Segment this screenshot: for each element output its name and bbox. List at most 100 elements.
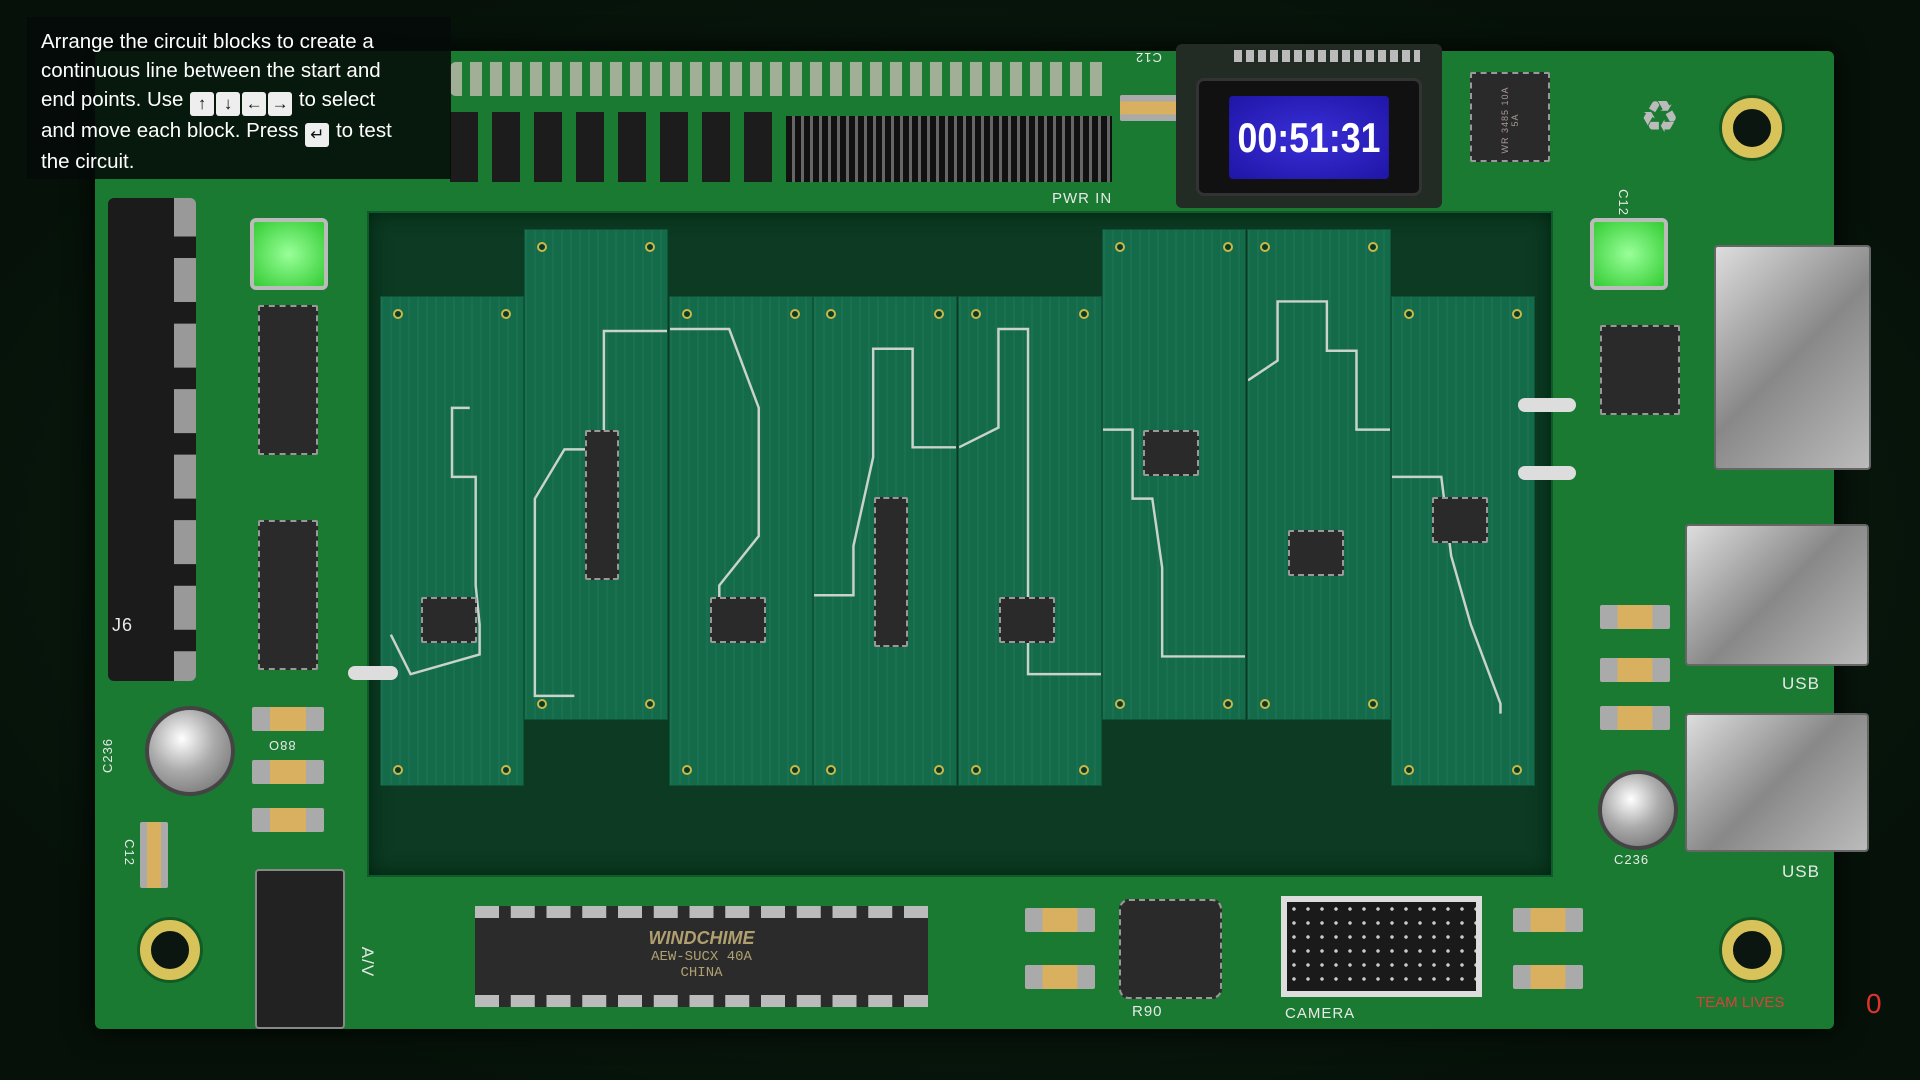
circuit-trace (1103, 428, 1245, 658)
resistor-c88-r2 (1600, 658, 1670, 682)
arrow-down-key-icon: ↓ (216, 92, 241, 116)
circuit-block-2[interactable] (524, 229, 668, 720)
label-av: A/V (358, 946, 378, 978)
resistor-c88-r3 (1600, 706, 1670, 730)
instr-line-4b: to test (335, 119, 392, 142)
circuit-block-3[interactable] (669, 296, 813, 786)
label-c236-left: C236 (100, 737, 116, 774)
instr-line-1: Arrange the circuit blocks to create a (41, 30, 374, 53)
instr-line-5: the circuit. (41, 150, 135, 173)
team-lives-label: TEAM LIVES (1696, 994, 1785, 1011)
chip-left-upper (258, 305, 318, 455)
usb-port-1 (1685, 524, 1869, 666)
block-chip (421, 597, 477, 643)
top-pin-array (786, 116, 1112, 182)
hdmi-port (1714, 245, 1871, 470)
resistor-c88-mid-1 (1025, 908, 1095, 932)
circuit-block-8[interactable] (1391, 296, 1535, 786)
chip-r90 (1119, 899, 1222, 999)
label-r90: R90 (1132, 1003, 1163, 1020)
timer-display: 00:51:31 (1229, 96, 1389, 179)
resistor-c88-left-1 (252, 707, 324, 731)
solder-pad (1223, 699, 1233, 709)
led-left (250, 218, 328, 290)
block-chip (585, 430, 619, 580)
solder-pad (790, 309, 800, 319)
arrow-right-key-icon: → (268, 92, 293, 116)
label-c88-left: 88O (268, 738, 296, 753)
solder-pad (971, 309, 981, 319)
led-right (1590, 218, 1668, 290)
instr-line-3b: to select (298, 88, 376, 111)
resistor-c88-left-2 (252, 760, 324, 784)
start-point-connector[interactable] (348, 666, 398, 680)
chip-left-lower (258, 520, 318, 670)
circuit-block-7[interactable] (1247, 229, 1391, 720)
label-usb-2: USB (1782, 862, 1820, 881)
resistor-c88-right-2 (1513, 965, 1583, 989)
solder-pad (393, 765, 403, 775)
label-c12-left: C12 (121, 839, 137, 866)
resistor-c88-r1 (1600, 605, 1670, 629)
solder-pad (501, 309, 511, 319)
top-black-connectors (450, 112, 780, 182)
solder-pad (1115, 699, 1125, 709)
windchime-chip: WINDCHIME AEW-SUCX 40A CHINA (475, 906, 928, 1007)
label-c12-top: C12 (1135, 50, 1162, 65)
end-point-connector-lower[interactable] (1518, 466, 1576, 480)
block-chip (1288, 530, 1344, 576)
solder-pad (1260, 699, 1270, 709)
solder-pad (934, 765, 944, 775)
circuit-trace (670, 327, 760, 625)
solder-pad (1368, 699, 1378, 709)
lcd-pins (1234, 50, 1420, 62)
circuit-block-4[interactable] (813, 296, 957, 786)
block-chip (874, 497, 908, 647)
resistor-c88-mid-2 (1025, 965, 1095, 989)
solder-pad (393, 309, 403, 319)
circuit-trace (1392, 475, 1502, 714)
chip-origin: CHINA (680, 965, 723, 981)
mount-hole-bottom-right (1722, 920, 1782, 980)
resistor-c12-left (140, 822, 168, 888)
capacitor-c236-left (145, 706, 235, 796)
capacitor-c236-right (1598, 770, 1678, 850)
block-chip (999, 597, 1055, 643)
chip-wr3485 (1470, 72, 1550, 162)
circuit-block-1[interactable] (380, 296, 524, 786)
solder-pad (934, 309, 944, 319)
circuit-trace (959, 327, 1101, 676)
solder-pad (501, 765, 511, 775)
solder-pad (1512, 309, 1522, 319)
label-c12-right: C12 (1615, 189, 1631, 216)
mount-hole-top-right (1722, 98, 1782, 158)
circuit-trace (814, 347, 956, 597)
solder-pad (537, 242, 547, 252)
solder-pad (1368, 242, 1378, 252)
resistor-c88-right-1 (1513, 908, 1583, 932)
solder-pad (1512, 765, 1522, 775)
block-chip (1143, 430, 1199, 476)
usb-port-2 (1685, 713, 1869, 852)
circuit-block-5[interactable] (958, 296, 1102, 786)
solder-pad (971, 765, 981, 775)
end-point-connector-upper[interactable] (1518, 398, 1576, 412)
chip-wr3485-text: WR 3485 10A 5A (1500, 86, 1520, 154)
team-lives-count: 0 (1866, 988, 1882, 1019)
solder-pad (1115, 242, 1125, 252)
av-jack (255, 869, 345, 1029)
solder-pad (1223, 242, 1233, 252)
solder-pad (1079, 765, 1089, 775)
solder-pad (790, 765, 800, 775)
circuit-block-6[interactable] (1102, 229, 1246, 720)
chip-brand: WINDCHIME (648, 928, 755, 948)
resistor-c88-left-3 (252, 808, 324, 832)
chip-right (1600, 325, 1680, 415)
solder-pad (1404, 309, 1414, 319)
instructions-panel: Arrange the circuit blocks to create a c… (27, 17, 451, 179)
label-pwr-in: PWR IN (1052, 190, 1113, 207)
instr-line-3a: end points. Use (41, 88, 184, 111)
solder-pad (645, 699, 655, 709)
mount-hole-bottom-left (140, 920, 200, 980)
circuit-trace (389, 406, 481, 676)
